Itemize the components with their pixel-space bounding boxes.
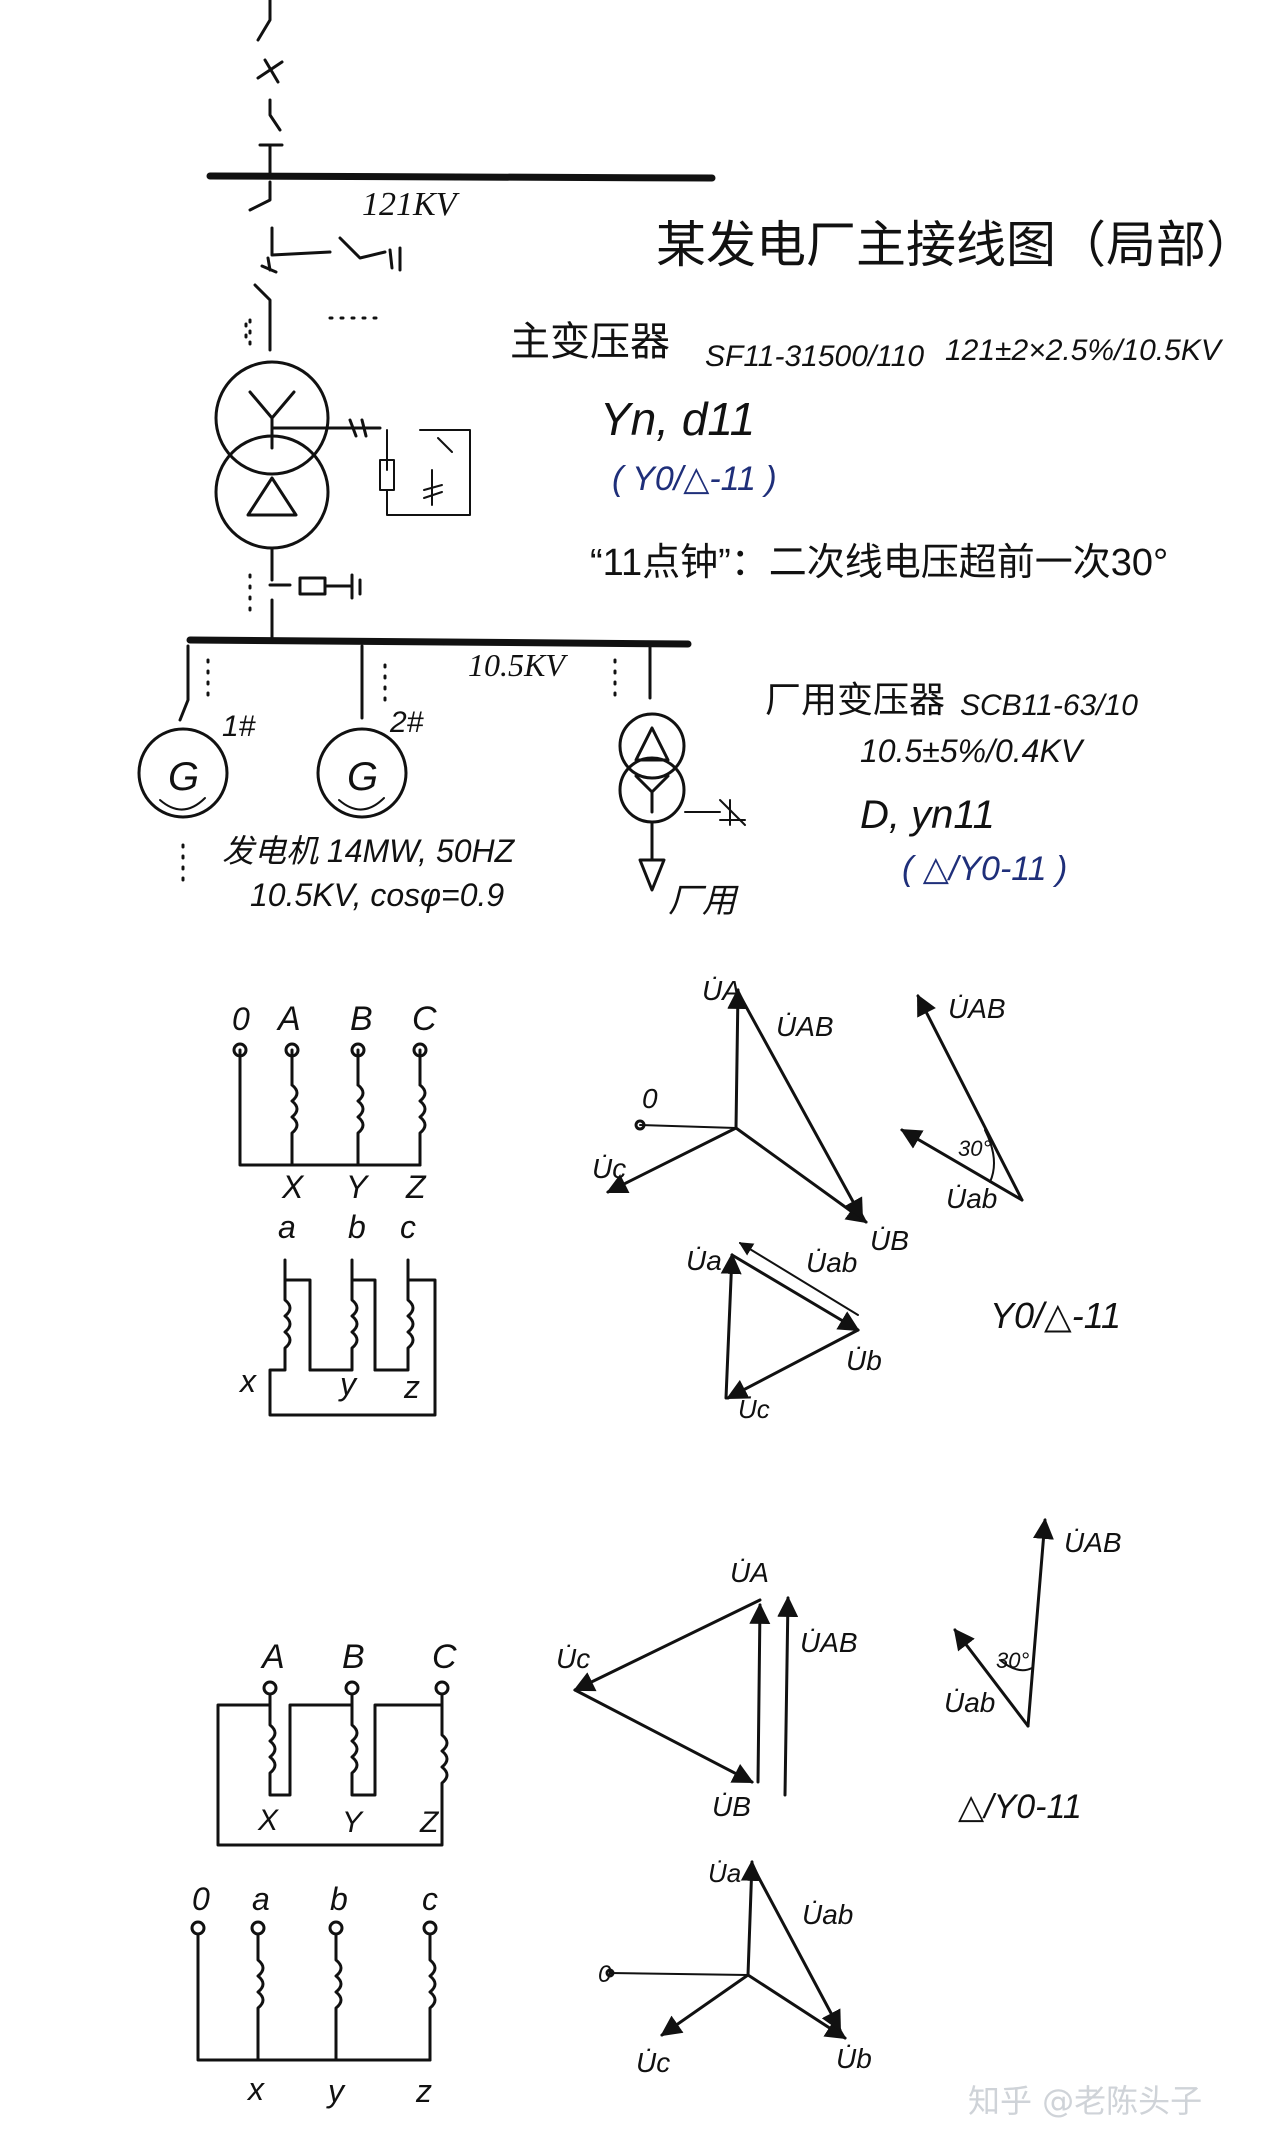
single-line-diagram: 121KV 10.5KV G 1# [137,0,746,920]
g2-label: 2# [389,706,424,739]
d2-term-A: A [260,1638,285,1676]
d1-UA: U̇A [702,975,741,1006]
delta-icon [634,726,670,762]
mt-ratio: 121±2×2.5%/10.5KV [945,334,1224,367]
aux-load: 厂用 [668,882,739,920]
hv-bus-label: 121KV [362,186,461,223]
d2-end-X: X [257,1804,279,1837]
aux-ratio: 10.5±5%/0.4KV [860,733,1085,769]
d2-sec-z: z [415,2073,432,2109]
d1-angle-UAB: U̇AB [948,993,1006,1024]
d1-Uc: U̇c [738,1394,770,1424]
aux-transformer-symbol [618,712,746,826]
d2-end-Y: Y [342,1806,364,1839]
winding-diagram-2: A B C X Y Z 0 a b c x y z U̇A U̇c U̇AB U… [190,1517,1122,2109]
d2-term-B: B [342,1638,365,1676]
d2-angle: U̇AB 30° U̇ab [944,1517,1122,1728]
wye-icon [634,774,670,814]
d2-sec-b: b [330,1881,348,1917]
mt-vector-group: Yn, d11 [600,393,755,445]
d2-Uc: U̇c [636,2047,670,2078]
d2-sec-y: y [326,2073,346,2109]
lv-busbar [186,636,692,648]
aux-label: 厂用变压器 [765,679,945,720]
mt-vector-alt: ( Y0/△-11 ) [612,460,777,498]
d1-sec-c: c [400,1209,416,1245]
gen-spec-2: 10.5KV, cosφ=0.9 [250,877,504,913]
aux-transformer-spec: 厂用变压器 SCB11-63/10 10.5±5%/0.4KV D, yn11 … [765,679,1138,888]
aux-vector-alt: ( △/Y0-11 ) [902,850,1067,888]
d1-Uab: U̇ab [806,1247,857,1278]
d2-UA: U̇A [730,1557,769,1588]
d1-term-0: 0 [232,1001,250,1037]
d2-sec-x: x [246,2071,265,2107]
d2-secondary-phasors: 0 U̇a U̇ab U̇c U̇b [598,1858,872,2078]
d1-angle-Uab: U̇ab [946,1183,997,1214]
generator-2: G [316,727,408,819]
mt-clock-note: “11点钟”：二次线电压超前一次30° [590,542,1168,584]
d2-UAB: U̇AB [800,1627,858,1658]
d2-angle-Uab: U̇ab [944,1687,995,1718]
d1-term-A: A [276,1000,301,1038]
wye-icon [248,390,296,450]
breaker-switch [256,58,284,132]
d1-end-Z: Z [405,1169,427,1205]
d1-sec-y: y [338,1366,358,1402]
lv-bus-label: 10.5KV [468,647,568,683]
mt-model: SF11-31500/110 [705,340,924,373]
g2-symbol: G [347,755,378,799]
main-transformer-symbol [214,360,471,550]
d2-Uab: U̇ab [802,1899,853,1930]
d2-end-Z: Z [419,1806,440,1839]
d2-UB: U̇B [712,1791,751,1822]
d1-Ua: U̇a [686,1245,722,1276]
d1-term-B: B [350,1000,373,1038]
d1-sec-b: b [348,1209,366,1245]
winding-diagram-1: 0 A B C X Y Z a b c x y z 0 U̇A U̇AB [232,975,1121,1424]
incoming-line [256,0,272,42]
d1-Ub: U̇b [846,1345,882,1376]
d1-UAB: U̇AB [776,1011,834,1042]
d1-end-Y: Y [346,1169,370,1205]
d1-primary-phasors: 0 U̇A U̇AB U̇c U̇B [592,975,909,1256]
d1-sec-a: a [278,1209,296,1245]
g1-label: 1# [222,710,256,743]
g1-symbol: G [168,755,199,799]
d2-sec-0: 0 [192,1881,210,1917]
d2-primary-phasors: U̇A U̇c U̇AB U̇B [556,1557,858,1822]
d2-sec-a: a [252,1881,270,1917]
d1-UB: U̇B [870,1225,909,1256]
d1-UC: U̇c [592,1153,626,1184]
d2-Ub: U̇b [836,2043,872,2074]
d1-zero: 0 [642,1083,658,1114]
watermark: 知乎 @老陈头子 [968,2082,1202,2120]
d2-UC: U̇c [556,1643,590,1674]
d2-sec-c: c [422,1881,438,1917]
d1-group-label: Y0/△-11 [990,1295,1121,1336]
d2-Ua: U̇a [708,1858,741,1888]
d1-angle: U̇AB 30° U̇ab [900,993,1024,1214]
hv-busbar [206,172,716,182]
d1-sec-z: z [403,1369,420,1405]
generator-1: G [137,727,229,819]
main-transformer-spec: 主变压器 SF11-31500/110 121±2×2.5%/10.5KV Yn… [510,320,1224,584]
aux-model: SCB11-63/10 [960,689,1138,722]
d2-zero: 0 [598,1961,612,1988]
d1-term-C: C [412,1000,437,1038]
d1-angle-deg: 30° [958,1136,991,1161]
page-title: 某发电厂主接线图（局部） [656,217,1256,273]
gen-spec-1: 发电机 14MW, 50HZ [222,833,516,869]
d2-group-label: △/Y0-11 [958,1788,1082,1826]
mt-label: 主变压器 [510,320,670,364]
d1-sec-x: x [238,1363,257,1399]
d2-angle-UAB: U̇AB [1064,1527,1122,1558]
delta-icon [246,476,298,517]
d1-secondary-phasors: U̇a U̇ab U̇b U̇c [686,1242,882,1424]
d2-angle-deg: 30° [996,1648,1029,1673]
d2-term-C: C [432,1638,457,1676]
aux-vector-group: D, yn11 [860,793,995,837]
d1-end-X: X [281,1169,305,1205]
